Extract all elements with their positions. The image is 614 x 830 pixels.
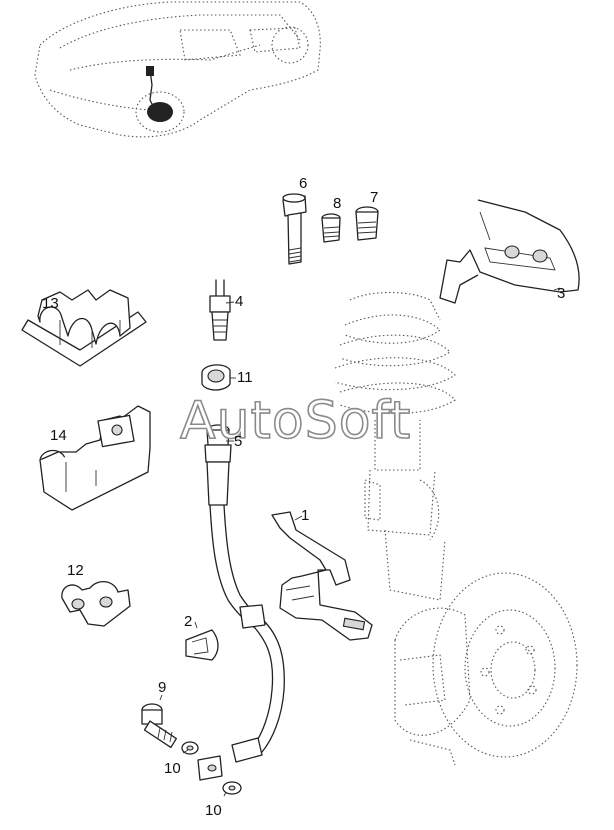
callout-labels: 1 2 3 4 5 6 7 8 9 10 10 11 12 13 14 [42,175,565,819]
callout-6: 6 [299,175,307,192]
callout-10-upper: 10 [164,760,181,777]
callout-12: 12 [67,562,84,579]
callout-9: 9 [158,679,166,696]
strut-assembly-illustration [334,291,456,601]
part-4-hose-fitting [209,279,231,341]
callout-8: 8 [333,195,341,212]
part-9-banjo-bolt [141,703,178,749]
callout-4: 4 [235,293,243,310]
brake-disc-illustration [394,572,578,766]
callout-2: 2 [184,613,192,630]
part-6-guide-pin-bolt [282,193,307,265]
part-8-bleed-screw [321,213,341,243]
part-11-retaining-clip [201,364,231,391]
callout-10-lower: 10 [205,802,222,819]
callout-1: 1 [301,507,309,524]
callout-11: 11 [237,369,253,386]
callout-5: 5 [234,433,242,450]
callout-14: 14 [50,427,67,444]
leader-lines [159,287,561,797]
part-3-shield-bracket [439,199,580,304]
callout-3: 3 [557,285,565,302]
part-14-double-pipe-clip [39,405,151,511]
part-1-hose-bracket [271,511,373,641]
part-2-hose-clip [185,629,219,661]
callout-13: 13 [42,295,59,312]
part-10-sealing-washers [181,741,242,795]
part-12-small-clip [61,581,131,627]
callout-7: 7 [370,189,378,206]
car-locator-illustration [34,1,321,138]
part-5-brake-hose [204,424,285,763]
part-13-triple-pipe-clip [21,289,147,367]
watermark-text: AutoSoft [180,391,411,451]
part-7-bleed-screw [355,206,379,241]
